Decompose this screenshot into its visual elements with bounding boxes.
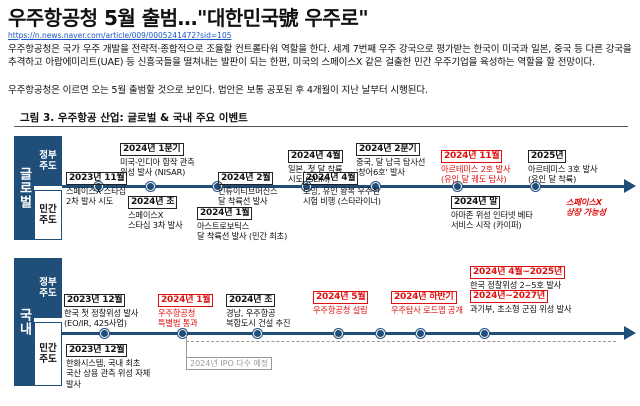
section-global: 글로벌 — [14, 136, 34, 240]
event-global-gov-5: 2025년 아르테미스 3호 발사 (유인 달 착륙) — [528, 150, 598, 185]
section-domestic: 국내 — [14, 258, 34, 386]
timeline-dot — [480, 329, 489, 338]
spacex-ipo-note: 스페이스X 상장 가능성 — [566, 197, 606, 218]
timeline-dot — [416, 329, 425, 338]
role-private-global: 민간주도 — [34, 190, 62, 240]
body-paragraph-2: 우주항공청은 이르면 오는 5월 출범할 것으로 보인다. 법안은 보통 공포된… — [8, 85, 428, 96]
event-global-private-2: 2024년 초 스페이스X 스타십 3차 발사 — [128, 196, 183, 231]
event-global-private-1: 2023년 11월 스페이스X 스타십 2차 발사 시도 — [66, 172, 128, 207]
event-global-private-6: 2024년 말 아마존 위성 인터넷 베타 서비스 시작 (카이퍼) — [451, 196, 533, 231]
global-timeline — [62, 185, 628, 188]
timeline-dot — [100, 329, 109, 338]
timeline-dot — [94, 182, 103, 191]
role-gov-global: 정부주도 — [34, 136, 62, 186]
timeline-dot — [376, 329, 385, 338]
event-domestic-private-1: 2023년 12월 한화시스템, 국내 최초 국산 상용 관측 위성 자체 발사 — [66, 344, 151, 389]
timeline-dot — [334, 329, 343, 338]
ipo-note: 2024년 IPO 다수 예정 — [186, 357, 273, 370]
event-domestic-gov-4: 2024년 5월 우주항공청 설립 — [313, 291, 369, 315]
figure-title: 그림 3. 우주항공 산업: 글로벌 & 국내 주요 이벤트 — [20, 112, 248, 124]
event-global-gov-3: 2024년 2분기 중국, 달 남극 탐사선 '창어6호' 발사 — [356, 143, 426, 178]
timeline-dot — [453, 182, 462, 191]
event-global-gov-4: 2024년 11월 아르테미스 2호 발사 (유인 달 궤도 탐사) — [441, 150, 511, 185]
ipo-dashed-line — [186, 341, 616, 342]
role-private-domestic: 민간주도 — [34, 322, 62, 386]
timeline-dot — [253, 329, 262, 338]
event-global-private-4: 2024년 1월 아스트로보틱스 달 착륙선 발사 (민간 최초) — [197, 207, 288, 242]
timeline-dot — [146, 182, 155, 191]
timeline-dot — [213, 182, 222, 191]
domestic-timeline — [62, 332, 628, 335]
article-link[interactable]: https://n.news.naver.com/article/009/000… — [8, 31, 232, 40]
article-title: 우주항공청 5월 출범…"대한민국號 우주로" — [8, 6, 369, 30]
domestic-timeline-arrow — [624, 326, 636, 340]
event-global-private-3: 2024년 2월 인튜이티브머신스 달 착륙선 발사 — [218, 172, 278, 207]
event-global-private-5: 2024년 4월 보잉, 유인 왕복 우주선 시험 비행 (스타라이너) — [303, 172, 381, 207]
event-domestic-gov-3: 2024년 초 경남, 우주항공 복합도시 건설 추진 — [226, 294, 291, 329]
timeline-dot — [531, 182, 540, 191]
global-timeline-arrow — [624, 179, 636, 193]
timeline-dot — [302, 182, 311, 191]
event-domestic-gov-5: 2024년 하반기 우주탐사 로드맵 공개 — [391, 291, 463, 315]
event-global-gov-1: 2024년 1분기 미국-인디아 합작 관측 위성 발사 (NISAR) — [120, 143, 195, 178]
event-domestic-gov-2: 2024년 1월 우주항공청 특별법 통과 — [158, 294, 214, 329]
event-domestic-gov-1: 2023년 12월 한국 첫 정찰위성 발사 (EO/IR, 425사업) — [64, 294, 139, 329]
ipo-connector — [186, 333, 187, 363]
role-gov-domestic: 정부주도 — [34, 258, 62, 318]
figure-divider — [14, 126, 628, 127]
body-paragraph-1: 우주항공청은 국가 우주 개발을 전략적·종합적으로 조율할 컨트롤타워 역할을… — [8, 44, 632, 69]
event-domestic-gov-6: 2024년 4월~2025년 한국 정찰위성 2~5호 발사 2024년~202… — [470, 266, 572, 315]
timeline-dot — [371, 182, 380, 191]
event-global-gov-2: 2024년 4월 일본, 첫 달 착륙 시도 (SLIM) — [288, 150, 344, 185]
